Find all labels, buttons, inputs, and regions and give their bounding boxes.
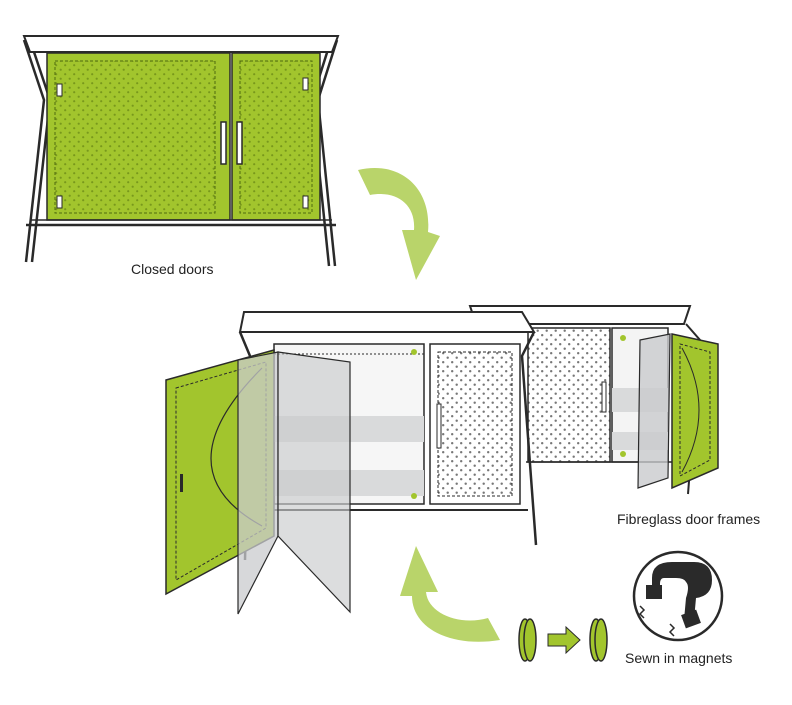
disc-magnet-icon <box>518 618 537 662</box>
curved-arrow-icon <box>358 167 440 280</box>
closed-cabinet-top <box>22 35 340 53</box>
transparent-door <box>277 351 351 614</box>
small-arrow-icon <box>547 625 581 655</box>
hinges <box>56 77 309 209</box>
transparent-door <box>637 333 671 489</box>
back-cabinet <box>468 305 719 495</box>
front-cabinet <box>165 311 538 615</box>
front-cabinet-top <box>238 311 536 333</box>
magnet-icon <box>632 550 724 642</box>
curved-arrow-icon <box>400 546 500 642</box>
sewn-in-magnets-label: Sewn in magnets <box>625 650 733 666</box>
closed-door-handle <box>220 121 227 165</box>
transparent-door <box>237 351 279 615</box>
closed-cabinet <box>22 35 340 267</box>
disc-magnet-icon <box>589 618 608 662</box>
fibreglass-door-frames-label: Fibreglass door frames <box>617 511 761 527</box>
door-handle <box>436 403 442 449</box>
closed-doors-label: Closed doors <box>131 261 214 277</box>
green-door-right <box>671 333 719 490</box>
closed-door-handle <box>236 121 243 165</box>
